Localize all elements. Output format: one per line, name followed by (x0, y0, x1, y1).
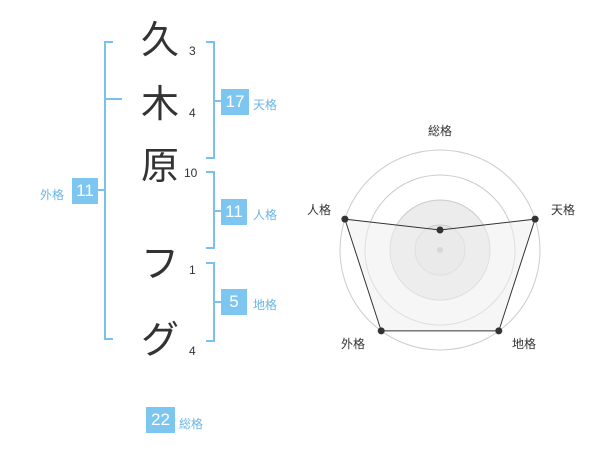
radar-point-4 (341, 215, 349, 223)
tenkaku-label: 天格 (253, 98, 278, 112)
name-char-5: グ (140, 318, 179, 362)
stroke-count-3: 10 (184, 166, 198, 180)
stroke-count-5: 4 (189, 344, 196, 358)
radar-ring-2 (389, 199, 491, 301)
name-char-4: フ (140, 242, 179, 286)
jinkaku-value: 11 (221, 199, 247, 225)
name-char-2: 木 (140, 82, 179, 126)
chikaku-label: 地格 (253, 298, 278, 312)
chikaku-connector (214, 301, 222, 303)
radar-center-dot (437, 247, 443, 253)
gaikaku-value: 11 (72, 178, 98, 204)
name-char-3: 原 (140, 144, 179, 188)
stroke-count-1: 3 (189, 44, 196, 58)
gaikaku-label: 外格 (40, 188, 65, 202)
radar-point-1 (531, 215, 539, 223)
radar-ring-1 (414, 224, 466, 276)
tenkaku-connector (214, 100, 222, 102)
radar-axis-label-jinkaku: 人格 (307, 203, 332, 217)
soukaku-value: 22 (146, 407, 175, 433)
radar-polygon (344, 218, 536, 332)
radar-point-2 (495, 327, 503, 335)
radar-ring-4 (339, 149, 541, 351)
tenkaku-value: 17 (221, 89, 249, 115)
chikaku-value: 5 (221, 289, 247, 315)
jinkaku-connector (214, 210, 222, 212)
soukaku-label: 総格 (179, 417, 204, 431)
gaikaku-connector (96, 189, 105, 191)
radar-point-0 (436, 226, 444, 234)
radar-ring-3 (364, 174, 516, 326)
radar-axis-label-soukaku: 総格 (428, 124, 453, 138)
radar-point-3 (377, 327, 385, 335)
gaikaku-bracket-mid-tick (104, 98, 122, 100)
radar-axis-label-chikaku: 地格 (512, 337, 537, 351)
stroke-count-2: 4 (189, 106, 196, 120)
stroke-count-4: 1 (189, 263, 196, 277)
radar-axis-label-gaikaku: 外格 (341, 337, 366, 351)
gaikaku-bracket (104, 41, 113, 340)
radar-axis-label-tenkaku: 天格 (551, 203, 576, 217)
jinkaku-label: 人格 (253, 208, 278, 222)
name-char-1: 久 (140, 18, 179, 62)
